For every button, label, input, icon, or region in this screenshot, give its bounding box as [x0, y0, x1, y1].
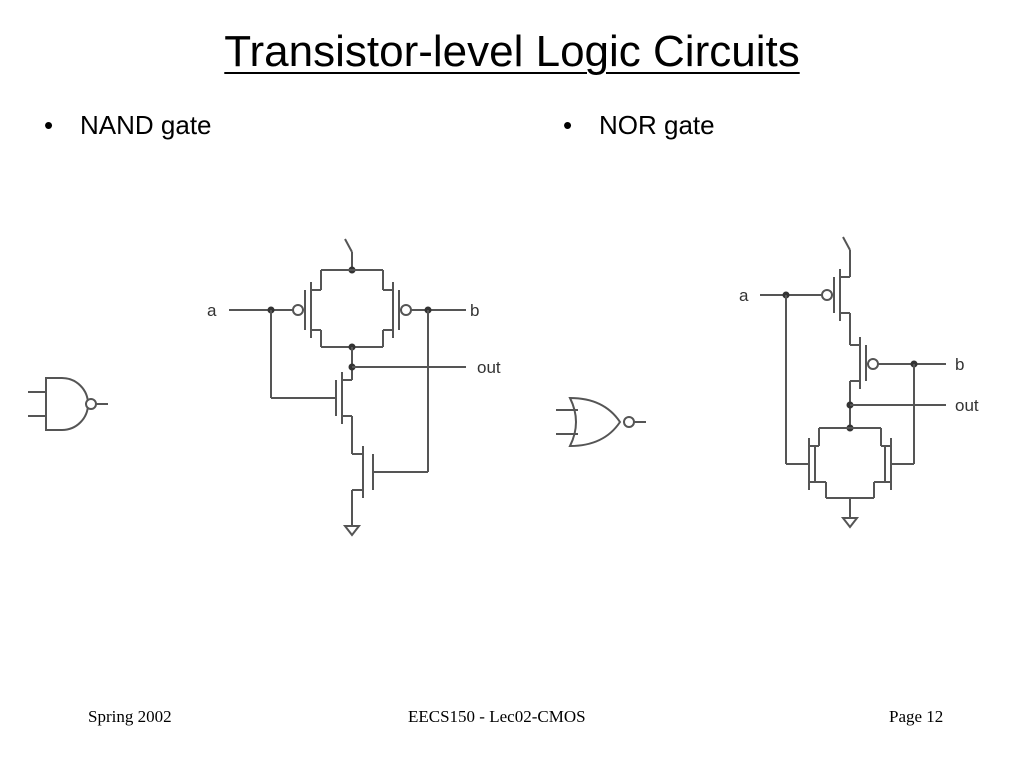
- footer-date: Spring 2002: [88, 707, 172, 726]
- footer-course: EECS150 - Lec02-CMOS: [408, 707, 586, 726]
- nand-gate-symbol: [28, 377, 108, 431]
- nand-input-b-label: b: [470, 301, 479, 320]
- nand-output-label: out: [477, 358, 501, 377]
- nor-output-label: out: [955, 396, 979, 415]
- nor-transistor-circuit: [760, 236, 946, 529]
- nor-input-a-label: a: [739, 286, 749, 305]
- bullet-dot: •: [44, 110, 54, 140]
- bullet-nand: • NAND gate: [44, 110, 212, 141]
- footer-page-number: Page 12: [889, 707, 944, 726]
- bullet-nor: • NOR gate: [563, 110, 715, 141]
- nand-transistor-circuit: [229, 238, 466, 537]
- bullet-label-nand: NAND gate: [80, 110, 212, 140]
- nor-input-b-label: b: [955, 355, 964, 374]
- nor-gate-symbol: [556, 396, 646, 448]
- nand-input-a-label: a: [207, 301, 217, 320]
- bullet-dot: •: [563, 110, 573, 140]
- slide-title: Transistor-level Logic Circuits: [224, 27, 800, 76]
- bullet-label-nor: NOR gate: [599, 110, 715, 140]
